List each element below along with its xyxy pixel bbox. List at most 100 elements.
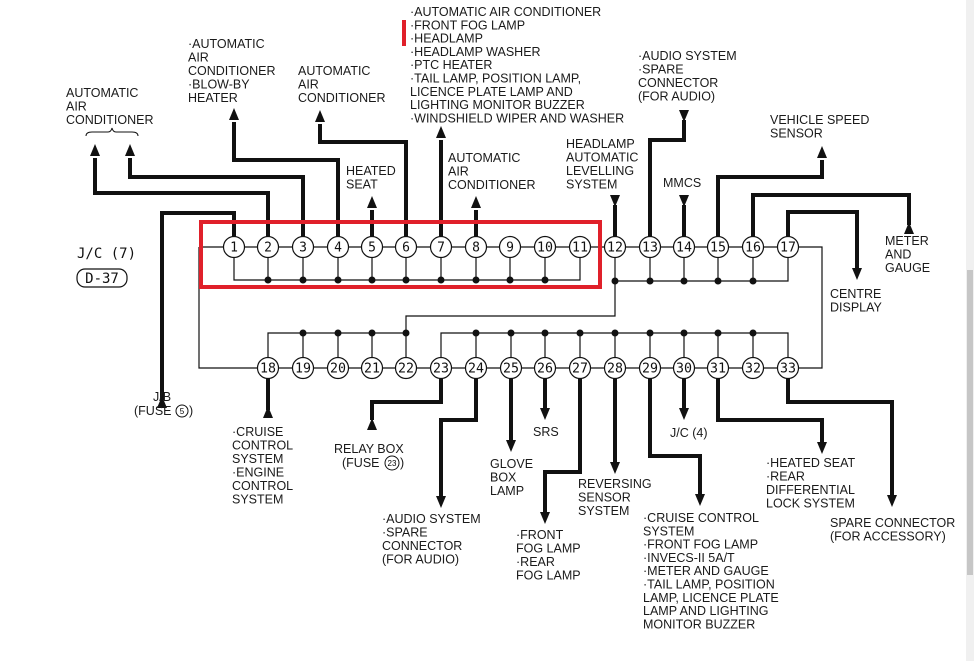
pin-18: 18 (256, 356, 280, 380)
arrow-srs-icon (540, 408, 550, 420)
pin-10: 10 (533, 235, 557, 259)
pin-29: 29 (638, 356, 662, 380)
arrow-meter-icon (904, 222, 914, 234)
label-line: REVERSING (578, 477, 652, 491)
pin-circle (603, 235, 627, 259)
junction-dot (334, 276, 342, 284)
pin-number: 21 (364, 362, 380, 377)
pin-number: 30 (676, 362, 692, 377)
scrollbar-thumb[interactable] (967, 270, 973, 575)
label-line: VEHICLE SPEED (770, 113, 869, 127)
label-line: ·CRUISE CONTROL (643, 511, 759, 525)
label-line: CONTROL (232, 479, 293, 493)
pin-circle (776, 235, 800, 259)
junction-dot (749, 277, 757, 285)
pin-circle (603, 356, 627, 380)
junction-dot (714, 329, 722, 337)
wire-jb-pin1 (160, 211, 236, 400)
label-line: (FOR AUDIO) (638, 90, 715, 104)
arrow-vss-icon (817, 146, 827, 158)
label-line: CONDITIONER (298, 91, 386, 105)
connector-name: J/C (7) (77, 246, 136, 262)
arrow-glove-box-icon (506, 440, 516, 452)
pin-circle (533, 235, 557, 259)
pin-circle (498, 235, 522, 259)
arrow-centre-display-icon (852, 268, 862, 280)
label-line: ·CRUISE (232, 425, 283, 439)
label-line: ·TAIL LAMP, POSITION (643, 578, 775, 592)
label-line: HEADLAMP (566, 137, 635, 151)
label-line: ·BLOW-BY (188, 78, 250, 92)
pin-1: 1 (222, 235, 246, 259)
pin-number: 29 (642, 362, 658, 377)
wire-pin3 (128, 158, 305, 237)
pin-3: 3 (291, 235, 315, 259)
pin-circle (741, 235, 765, 259)
pin-number: 22 (398, 362, 414, 377)
arrow-audio-bottom-icon (436, 496, 446, 508)
pin-12: 12 (603, 235, 627, 259)
pin-30: 30 (672, 356, 696, 380)
junction-dot (680, 277, 688, 285)
pin-circle (360, 356, 384, 380)
label-ac-blowby: ·AUTOMATIC AIR CONDITIONER·BLOW-BY HEATE… (188, 37, 276, 105)
label-line: ) (189, 404, 193, 418)
label-line: J/C (4) (670, 426, 708, 440)
pin-23: 23 (429, 356, 453, 380)
pin-number: 4 (334, 241, 342, 256)
label-line: GAUGE (885, 261, 930, 275)
pin-7: 7 (429, 235, 453, 259)
label-line: CONNECTOR (382, 539, 462, 553)
label-line: J/B (153, 390, 171, 404)
label-line: ·AUDIO SYSTEM (638, 49, 737, 63)
label-line: LIGHTING MONITOR BUZZER (410, 98, 585, 112)
wire-pin2 (93, 158, 270, 237)
arrow-audio-top-icon (679, 110, 689, 122)
pin-20: 20 (326, 356, 350, 380)
junction-dot (402, 329, 410, 337)
pin-number: 31 (710, 362, 726, 377)
pin-17: 17 (776, 235, 800, 259)
label-line: FOG LAMP (516, 569, 581, 583)
label-line: HEATER (188, 91, 238, 105)
pin-14: 14 (672, 235, 696, 259)
label-line: ·TAIL LAMP, POSITION LAMP, (410, 72, 581, 86)
pin-circle (326, 235, 350, 259)
pin-number: 18 (260, 362, 276, 377)
pin-circle (464, 235, 488, 259)
pin-number: 5 (368, 241, 376, 256)
label-fog-lamps: ·FRONT FOG LAMP·REAR FOG LAMP (516, 528, 581, 583)
pin-circle (222, 235, 246, 259)
junction-dot (437, 276, 445, 284)
arrow-cruise-engine-icon (263, 406, 273, 418)
label-line: ·REAR (516, 555, 555, 569)
wire-pin31 (716, 378, 824, 442)
junction-dot (646, 277, 654, 285)
pin-number: 11 (572, 241, 588, 256)
junction-dot (368, 329, 376, 337)
pin-number: 7 (437, 241, 445, 256)
fuse-number: 5 (180, 407, 185, 416)
label-line: DIFFERENTIAL (766, 483, 855, 497)
pin-number: 14 (676, 241, 692, 256)
label-heated-rear-diff: ·HEATED SEAT·REAR DIFFERENTIAL LOCK SYST… (766, 456, 855, 511)
pin-2: 2 (256, 235, 280, 259)
pin-circle (568, 356, 592, 380)
label-jc4: J/C (4) (670, 426, 708, 440)
pin-number: 25 (503, 362, 519, 377)
label-line: DISPLAY (830, 301, 883, 315)
label-line: SRS (533, 425, 559, 439)
junction-dot (472, 276, 480, 284)
right-loop-line (788, 246, 823, 369)
pin-number: 23 (433, 362, 449, 377)
junction-dot (646, 329, 654, 337)
pin-number: 10 (537, 241, 553, 256)
label-line: ·SPARE (638, 63, 684, 77)
